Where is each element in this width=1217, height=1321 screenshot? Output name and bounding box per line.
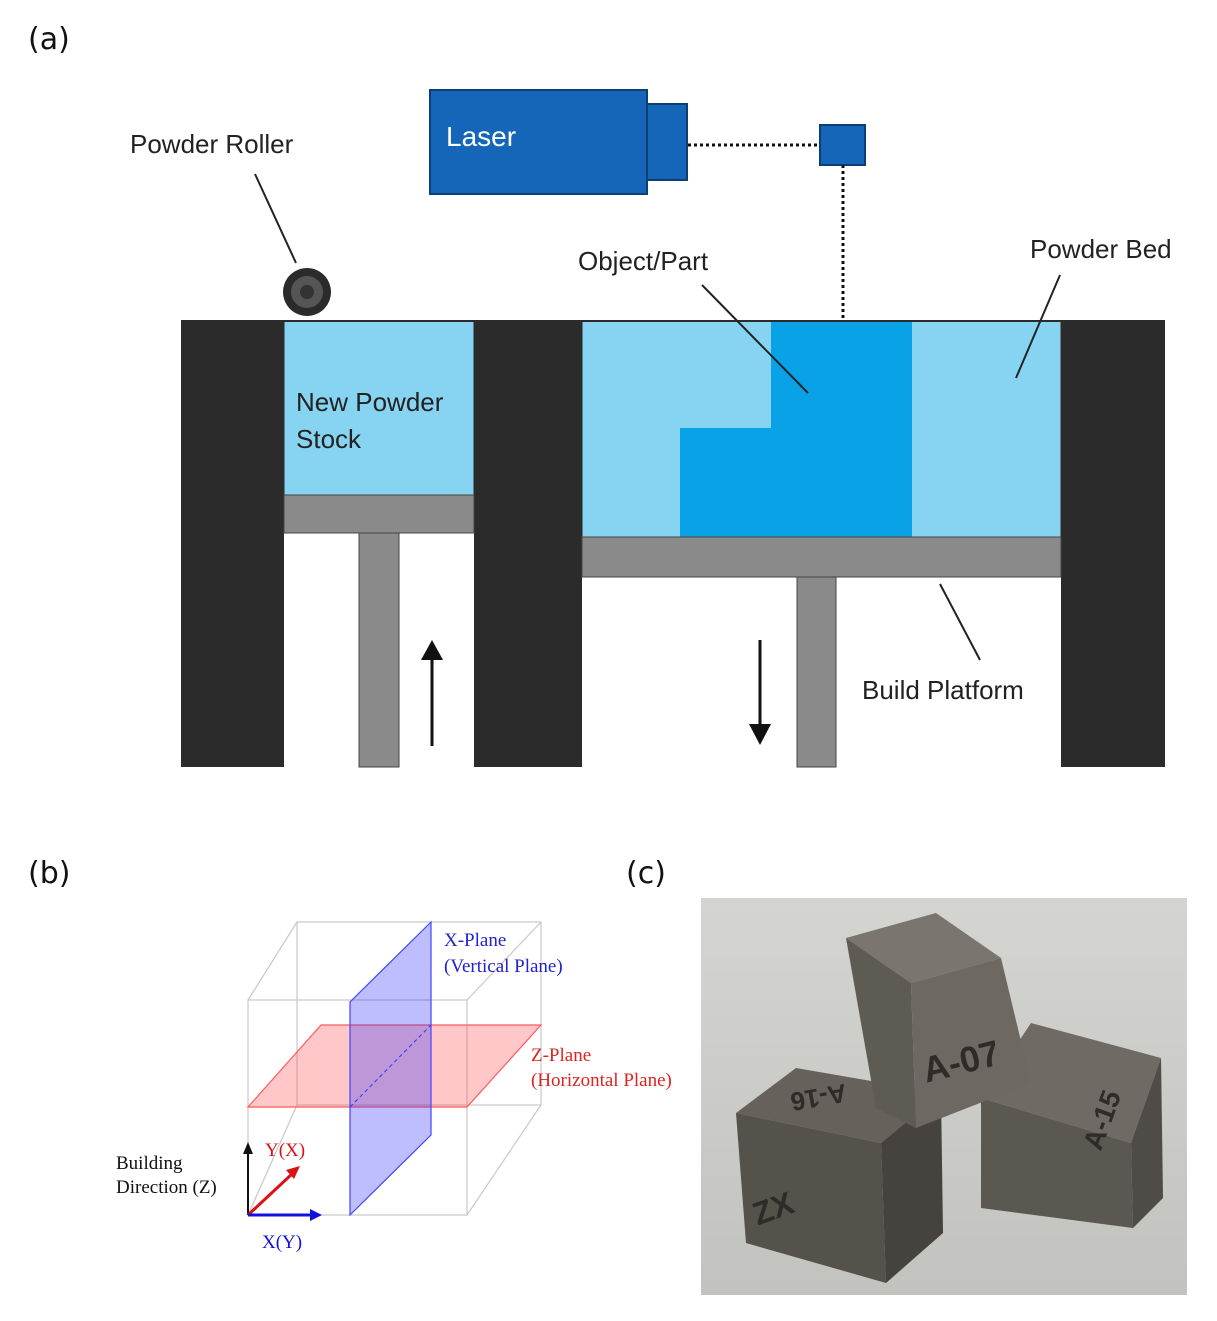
feed-platform: [283, 494, 475, 534]
build-orientation-diagram: X-Plane (Vertical Plane) Z-Plane (Horizo…: [116, 920, 672, 1253]
z-plane-label-line2: (Horizontal Plane): [531, 1070, 672, 1091]
new-powder-label-line1: New Powder: [296, 387, 444, 417]
right-wall: [1061, 321, 1165, 767]
pbf-schematic: Laser Powder Roller Object/Part Powder B…: [130, 89, 1172, 768]
panel-label-c: (c): [626, 856, 666, 891]
panel-label-b: (b): [28, 856, 71, 891]
building-direction-label-line2: Direction (Z): [116, 1177, 217, 1198]
powder-bed-label: Powder Bed: [1030, 234, 1172, 264]
left-wall: [181, 321, 284, 767]
powder-roller-label: Powder Roller: [130, 129, 294, 159]
new-powder-label-line2: Stock: [296, 424, 362, 454]
building-direction-label-line1: Building: [116, 1153, 183, 1174]
laser-label: Laser: [446, 121, 516, 152]
powder-roller: [283, 268, 331, 316]
cube-a07: [846, 913, 1031, 1128]
x-plane-label-line2: (Vertical Plane): [444, 956, 563, 977]
scanner-mirror: [819, 124, 866, 166]
new-powder-stock: [283, 320, 475, 496]
object-part-label: Object/Part: [578, 246, 709, 276]
build-platform-label: Build Platform: [862, 675, 1024, 705]
x-axis-label: X(Y): [262, 1232, 302, 1253]
up-arrow: [421, 640, 443, 746]
panel-label-a: (a): [28, 22, 70, 57]
axis-triad: [243, 1142, 322, 1221]
laser-unit: [429, 89, 866, 195]
z-plane-label-line1: Z-Plane: [531, 1045, 591, 1066]
cube-a15: [981, 1023, 1163, 1228]
z-plane: [246, 1024, 543, 1108]
x-plane-label-line1: X-Plane: [444, 930, 506, 951]
object-part: [680, 321, 912, 537]
build-platform: [581, 536, 1062, 578]
y-axis-label: Y(X): [265, 1140, 305, 1161]
build-piston: [796, 576, 837, 768]
middle-wall: [474, 321, 582, 767]
cube-photo: A-07 A-15 A-16 ZX: [701, 898, 1187, 1295]
feed-piston: [358, 532, 400, 768]
x-plane: [349, 920, 432, 1217]
down-arrow: [749, 640, 771, 745]
